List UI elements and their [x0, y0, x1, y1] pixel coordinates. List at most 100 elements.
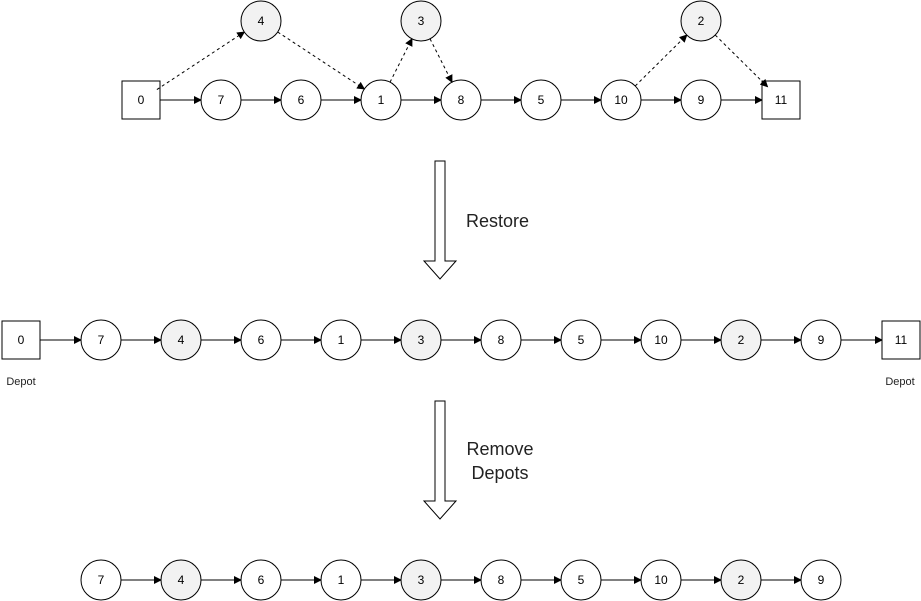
restore-label: Restore [466, 211, 529, 231]
node-8: 8 [480, 559, 522, 601]
middle-row-route: 0 7 4 6 1 3 8 5 10 2 9 11 [1, 319, 921, 361]
node-label: 1 [338, 333, 345, 347]
node-6: 6 [240, 319, 282, 361]
node-circle [240, 319, 282, 361]
node-circle [520, 79, 562, 121]
node-circle [200, 79, 242, 121]
node-8: 8 [440, 79, 482, 121]
node-label: 1 [338, 573, 345, 587]
node-label: 3 [418, 573, 425, 587]
node-4: 4 [240, 0, 282, 42]
depot-square [121, 80, 161, 120]
restored-node-circle [400, 0, 442, 42]
node-7: 7 [200, 79, 242, 121]
node-11: 11 [761, 80, 801, 120]
removed-edge-in [156, 31, 246, 90]
node-5: 5 [560, 319, 602, 361]
node-label: 7 [218, 93, 225, 107]
node-8: 8 [480, 319, 522, 361]
node-2: 2 [680, 0, 722, 42]
node-3: 3 [400, 559, 442, 601]
node-3: 3 [400, 319, 442, 361]
restored-node-circle [720, 319, 762, 361]
depot-square [881, 320, 921, 360]
node-label: 3 [418, 333, 425, 347]
node-label: 4 [258, 14, 265, 28]
node-label: 10 [614, 93, 628, 107]
node-label: 8 [458, 93, 465, 107]
top-row-route: 0 7 6 1 8 5 10 9 11 4 3 2 [121, 0, 801, 121]
node-11: 11 [881, 320, 921, 360]
node-label: 8 [498, 573, 505, 587]
node-circle [640, 319, 682, 361]
node-label: 5 [578, 333, 585, 347]
node-10: 10 [640, 319, 682, 361]
node-label: 6 [258, 573, 265, 587]
restore-arrow [422, 160, 458, 280]
node-circle [600, 79, 642, 121]
node-label: 8 [498, 333, 505, 347]
node-label: 4 [178, 333, 185, 347]
node-circle [240, 559, 282, 601]
node-5: 5 [560, 559, 602, 601]
node-circle [80, 319, 122, 361]
node-1: 1 [320, 319, 362, 361]
node-label: 10 [654, 333, 668, 347]
restored-node-circle [400, 559, 442, 601]
removed-edge-out [429, 38, 453, 84]
removed-edge-out [714, 34, 769, 88]
restored-node-circle [160, 319, 202, 361]
node-label: 9 [818, 333, 825, 347]
node-label: 2 [738, 573, 745, 587]
node-label: 0 [18, 333, 25, 347]
node-5: 5 [520, 79, 562, 121]
node-label: 9 [698, 93, 705, 107]
node-6: 6 [240, 559, 282, 601]
node-label: 6 [298, 93, 305, 107]
node-circle [480, 319, 522, 361]
node-circle [80, 559, 122, 601]
remove-depots-label-line2: Depots [471, 463, 528, 483]
node-circle [640, 559, 682, 601]
remove-depots-arrow [422, 400, 458, 520]
node-label: 2 [698, 14, 705, 28]
node-label: 0 [138, 93, 145, 107]
removed-edge-in [389, 37, 413, 83]
node-label: 4 [178, 573, 185, 587]
node-circle [680, 79, 722, 121]
node-circle [320, 559, 362, 601]
node-label: 5 [578, 573, 585, 587]
restored-node-circle [400, 319, 442, 361]
node-9: 9 [680, 79, 722, 121]
node-2: 2 [720, 559, 762, 601]
depot-square [1, 320, 41, 360]
node-label: 10 [654, 573, 668, 587]
node-1: 1 [320, 559, 362, 601]
node-6: 6 [280, 79, 322, 121]
node-label: 5 [538, 93, 545, 107]
node-10: 10 [640, 559, 682, 601]
node-3: 3 [400, 0, 442, 42]
node-circle [560, 319, 602, 361]
node-4: 4 [160, 559, 202, 601]
node-2: 2 [720, 319, 762, 361]
depot-caption-right: Depot [885, 376, 914, 388]
depot-caption-left: Depot [6, 376, 35, 388]
node-circle [280, 79, 322, 121]
node-label: 7 [98, 333, 105, 347]
restored-node-circle [240, 0, 282, 42]
node-circle [440, 79, 482, 121]
depot-square [761, 80, 801, 120]
removed-edge-in [634, 34, 688, 87]
node-4: 4 [160, 319, 202, 361]
node-10: 10 [600, 79, 642, 121]
node-circle [560, 559, 602, 601]
node-label: 6 [258, 333, 265, 347]
node-1: 1 [360, 79, 402, 121]
node-circle [320, 319, 362, 361]
node-9: 9 [800, 559, 842, 601]
node-label: 9 [818, 573, 825, 587]
node-7: 7 [80, 319, 122, 361]
node-circle [800, 559, 842, 601]
